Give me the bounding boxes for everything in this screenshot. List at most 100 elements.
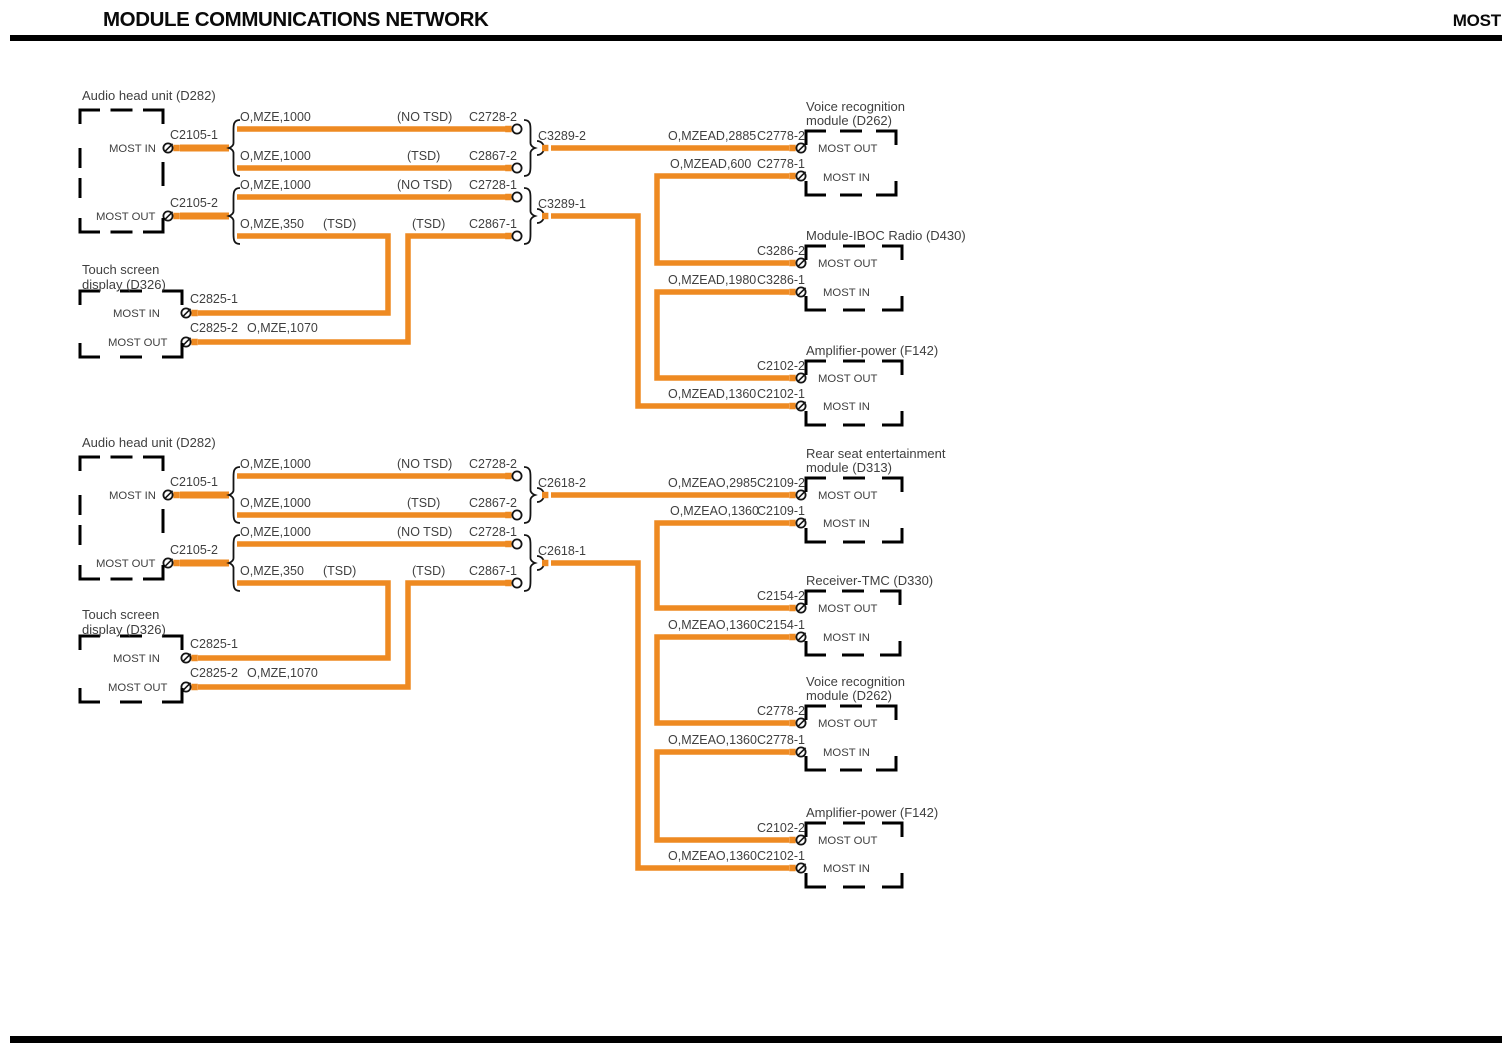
pin-label: MOST IN: [823, 632, 870, 644]
wire-end-square: [191, 654, 198, 662]
wire-label: C2728-2: [469, 457, 517, 471]
wire-label: C2154-1: [757, 618, 805, 632]
pin-label: MOST IN: [823, 287, 870, 299]
wire-label: O,MZE,1000: [240, 110, 311, 124]
module-name: Amplifier-power (F142): [806, 343, 938, 358]
wire-label: O,MZEAD,1360: [668, 387, 756, 401]
wire-label: C3286-2: [757, 244, 805, 258]
wire: [198, 233, 391, 316]
module-box: [804, 873, 826, 889]
connector-arrow-icon: [797, 863, 807, 873]
wire-label: C2618-1: [538, 544, 586, 558]
wire-end-square: [789, 864, 796, 872]
module-box: [162, 688, 184, 704]
wire-label: O,MZE,1000: [240, 525, 311, 539]
pin-label: MOST OUT: [818, 835, 878, 847]
amplifier-power-bottom: [804, 821, 904, 889]
module-box: [880, 589, 902, 605]
wire-label: C2102-1: [757, 387, 805, 401]
connector-arrow-icon: [797, 518, 807, 528]
module-box: [804, 244, 826, 260]
wire-label: C2102-2: [757, 359, 805, 373]
module-name: module (D262): [806, 688, 892, 703]
wire: [198, 580, 391, 661]
splice-ring-icon: [511, 470, 523, 482]
wire-label: C3289-2: [538, 129, 586, 143]
connector-arrow-icon: [182, 337, 192, 347]
wire-label: O,MZEAO,1360: [670, 504, 759, 518]
wire-label: C2105-1: [170, 475, 218, 489]
wire-label: (TSD): [412, 217, 445, 231]
wire-end-square: [789, 633, 796, 641]
pin-label: MOST IN: [823, 747, 870, 759]
module-box: [804, 296, 826, 312]
module-name: Rear seat entertainment: [806, 446, 946, 461]
header-rule: [10, 35, 1502, 41]
splice-ring-icon: [511, 230, 523, 242]
module-box: [804, 528, 826, 544]
wire-label: O,MZE,1000: [240, 178, 311, 192]
connector-arrow-icon: [797, 747, 807, 757]
wire-label: C2867-1: [469, 564, 517, 578]
wire-end-square: [789, 491, 796, 499]
module-name: Touch screen: [82, 262, 159, 277]
wire-label: (NO TSD): [397, 110, 452, 124]
wire: [654, 749, 789, 843]
wire-end-square: [505, 125, 512, 133]
wire-label: C2778-2: [757, 129, 805, 143]
wire-end-square: [789, 144, 796, 152]
wire-label: C2825-2: [190, 321, 238, 335]
brace: [523, 187, 538, 245]
pin-label: MOST OUT: [818, 373, 878, 385]
brace: [226, 119, 241, 177]
connector-arrow-icon: [164, 143, 174, 153]
pin-label: MOST IN: [823, 401, 870, 413]
amplifier-power-top: [804, 359, 904, 427]
wire-end-square: [542, 144, 549, 152]
connector-arrow-icon: [164, 490, 174, 500]
brace: [226, 187, 241, 245]
brace: [523, 466, 538, 524]
connector-arrow-icon: [182, 308, 192, 318]
wire-label: C2867-2: [469, 496, 517, 510]
pin-label: MOST IN: [823, 518, 870, 530]
module-box: [804, 359, 826, 375]
brace: [523, 534, 538, 592]
module-name: Audio head unit (D282): [82, 88, 216, 103]
brace: [523, 119, 538, 177]
wire: [654, 289, 789, 381]
module-box: [143, 565, 165, 581]
wire-end-square: [542, 559, 549, 567]
wire-label: C2728-1: [469, 178, 517, 192]
wire-end-square: [789, 719, 796, 727]
wire-end-square: [542, 212, 549, 220]
pin-label: MOST OUT: [108, 337, 168, 349]
wire-end-square: [505, 540, 512, 548]
touch-screen-display-top: [78, 289, 184, 359]
module-name: Module-IBOC Radio (D430): [806, 228, 966, 243]
wire: [654, 634, 789, 726]
wire-end-square: [789, 836, 796, 844]
wire-label: O,MZE,350: [240, 217, 304, 231]
connector-arrow-icon: [797, 632, 807, 642]
module-box: [880, 641, 902, 657]
wire-end-square: [789, 519, 796, 527]
wire-label: C2154-2: [757, 589, 805, 603]
module-box: [78, 218, 100, 234]
module-box: [882, 244, 904, 260]
module-box: [804, 756, 826, 772]
pin-label: MOST OUT: [96, 558, 156, 570]
wire-label: C2102-2: [757, 821, 805, 835]
wire: [551, 213, 789, 409]
wire-end-square: [191, 683, 198, 691]
connector-arrow-icon: [797, 490, 807, 500]
wire-label: C2728-2: [469, 110, 517, 124]
module-box: [876, 704, 898, 720]
splice-ring-icon: [511, 191, 523, 203]
wire-end-square: [789, 604, 796, 612]
pin-label: MOST IN: [823, 172, 870, 184]
module-box: [78, 289, 100, 305]
module-name: Amplifier-power (F142): [806, 805, 938, 820]
wire-end-square: [505, 232, 512, 240]
wire-label: (TSD): [323, 217, 356, 231]
